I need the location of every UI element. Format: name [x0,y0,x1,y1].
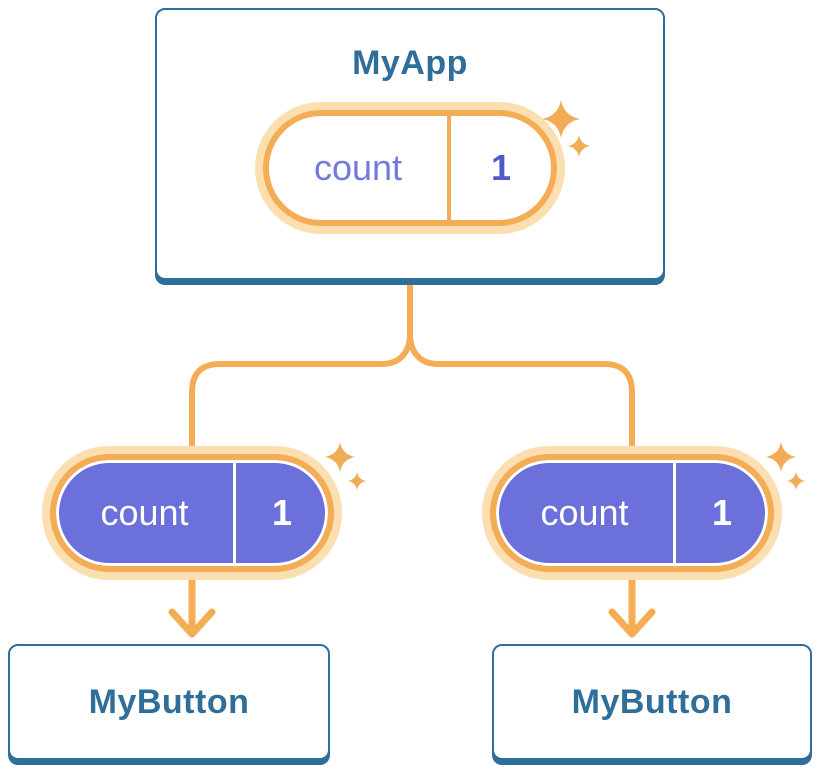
fork-branch-left [189,331,413,451]
sparkle-icon [766,442,796,472]
state-pill: count 1 [490,454,774,572]
sparkle-icon [348,472,366,490]
child-component-node: MyButton [492,644,812,760]
state-value-label: 1 [447,116,551,220]
component-title: MyButton [88,683,250,721]
arrow-down-icon [168,574,216,638]
arrow-down-icon [608,574,656,638]
state-value-label: 1 [233,460,328,566]
sparkle-icon [325,442,355,472]
state-value-label: 1 [673,460,768,566]
state-pill: count 1 [263,110,557,226]
fork-branch-right [407,331,635,451]
state-name-label: count [313,147,403,188]
state-name-label: count [540,492,629,533]
root-component-node: MyApp count 1 [155,8,665,280]
component-title: MyButton [571,683,733,721]
fork-connector [189,279,635,451]
child-component-node: MyButton [8,644,330,760]
state-name-label: count [100,492,189,533]
state-pill: count 1 [50,454,334,572]
component-title: MyApp [352,44,468,82]
sparkle-icon [787,472,805,490]
